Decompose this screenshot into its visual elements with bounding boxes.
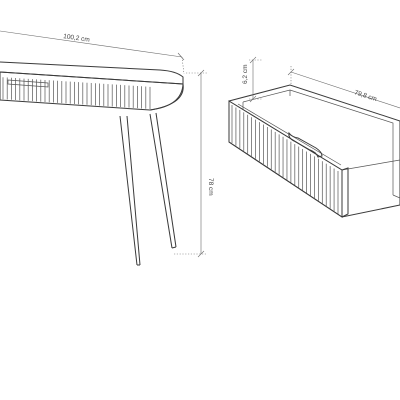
- drawer-height-dimension: 6,2 cm: [242, 56, 262, 103]
- width-dimension: 100,2 cm: [0, 30, 185, 75]
- width-dimension-label: 100,2 cm: [63, 33, 90, 44]
- leg-front-right: [149, 112, 177, 249]
- drawer-height-dimension-label: 6,2 cm: [242, 64, 249, 84]
- drawer-front-panel: [228, 100, 343, 218]
- fluted-front: [2, 77, 151, 109]
- drawer-front-side: [341, 167, 349, 218]
- leg-front-left: [119, 115, 141, 266]
- table-body-side: [149, 83, 184, 111]
- drawer-inner: [242, 89, 394, 195]
- height-dimension-label: 78 cm: [207, 178, 214, 196]
- drawer-width-dimension-label: 79,8 cm: [353, 89, 377, 103]
- height-dimension: 78 cm: [174, 69, 214, 258]
- drawer-handle-cut: [7, 79, 49, 88]
- table-body-front: [0, 71, 184, 111]
- drawer-back-corner: [392, 194, 400, 199]
- console-table: [0, 61, 184, 266]
- drawer-fluted-front: [231, 105, 339, 214]
- table-top-surface: [0, 61, 184, 85]
- drawer-width-dimension: 79,8 cm: [287, 66, 400, 109]
- drawer: [228, 84, 400, 218]
- drawer-handle-notch: [288, 131, 323, 158]
